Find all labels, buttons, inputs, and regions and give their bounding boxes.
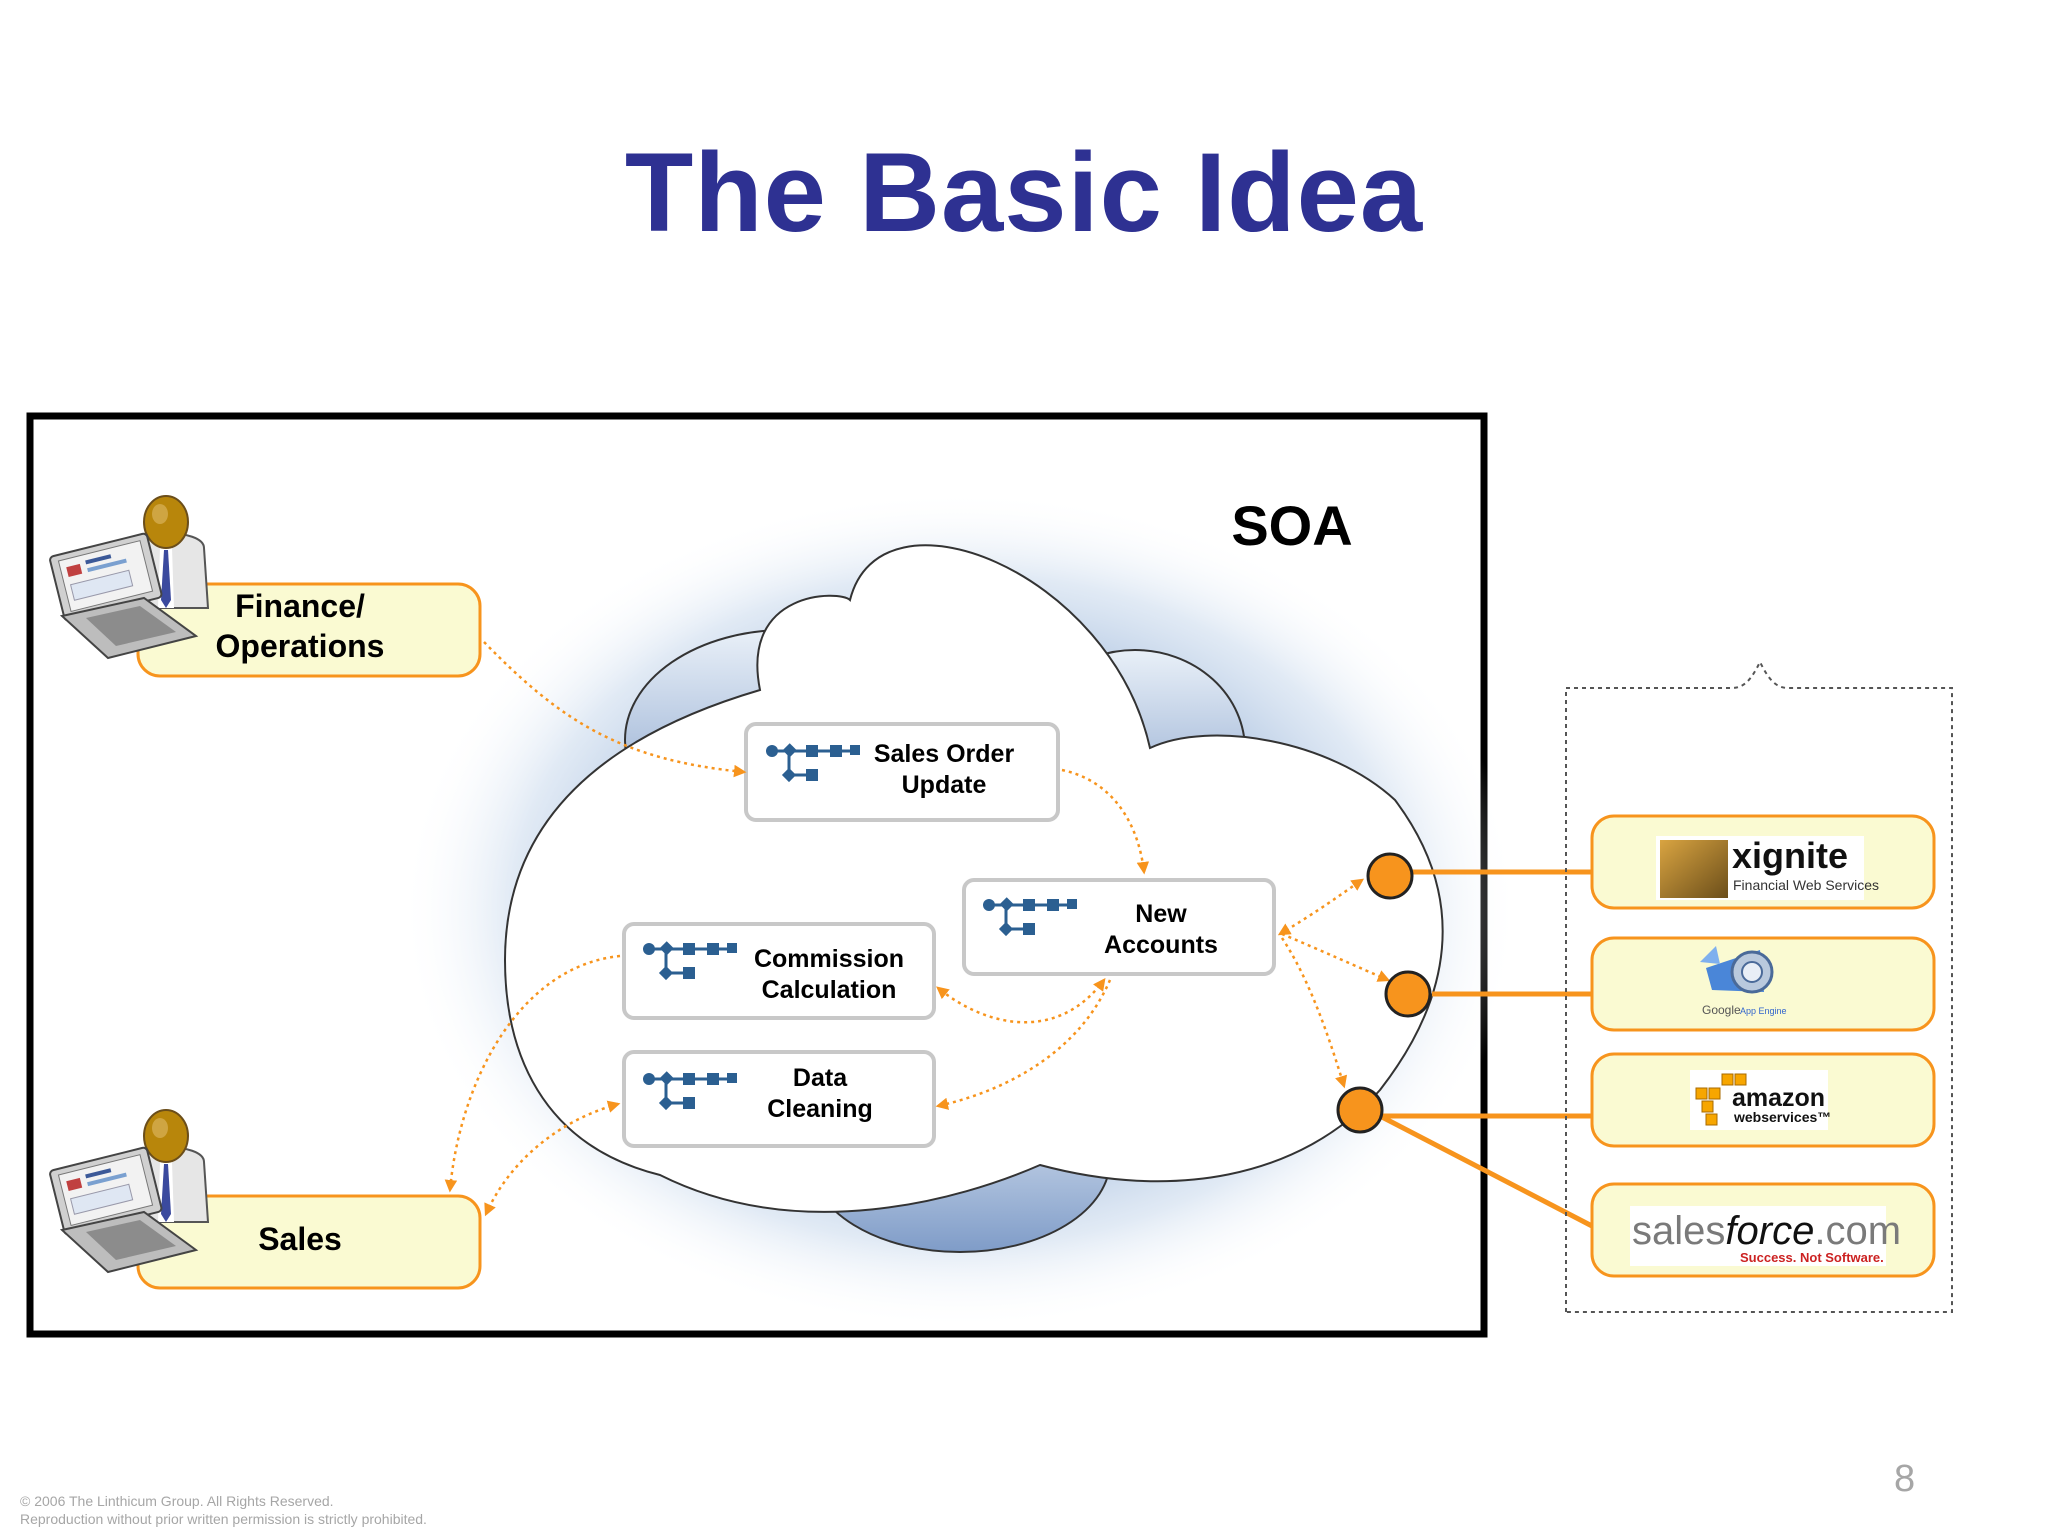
user-label-line2: Operations (216, 628, 385, 664)
google-tagline: App Engine (1740, 1006, 1787, 1016)
provider-amazon-web-services[interactable]: amazon webservices™ (1590, 1052, 1936, 1148)
salesforce-logo-text: salesforce.com (1632, 1209, 1901, 1253)
service-label-line2: Update (902, 771, 987, 799)
service-port[interactable] (1384, 970, 1432, 1018)
salesforce-logo-force: force (1725, 1209, 1814, 1253)
app-engine-icon (1700, 946, 1774, 994)
provider-xignite[interactable]: xignite Financial Web Services (1590, 814, 1936, 910)
connector-arrows (444, 641, 1391, 1217)
xignite-tagline: Financial Web Services (1733, 877, 1879, 893)
user-label-line1: Finance/ (235, 588, 365, 624)
user-sales[interactable]: Sales (48, 1109, 482, 1290)
provider-lines (1378, 869, 1594, 1229)
arrow-data-cleaning-to-sales (484, 1100, 621, 1217)
xignite-portrait-icon (1660, 840, 1728, 898)
service-label-line1: Commission (754, 945, 904, 973)
xignite-logo-text: xignite (1732, 835, 1848, 876)
service-label-line2: Cleaning (767, 1095, 873, 1123)
providers-bracket (1565, 659, 1953, 1313)
service-label-line2: Accounts (1104, 931, 1218, 959)
arrow-new-accounts-to-data-cleaning (935, 979, 1112, 1110)
user-finance-operations[interactable]: Finance/ Operations (48, 495, 482, 678)
arrow-commission-to-sales (444, 954, 621, 1193)
service-label-line1: Sales Order (874, 740, 1015, 768)
salesforce-logo-com: .com (1814, 1209, 1901, 1253)
arrow-new-accounts-to-port1 (1277, 878, 1365, 936)
provider-google-app-engine[interactable]: Google App Engine (1590, 936, 1936, 1032)
service-commission-calculation[interactable]: Commission Calculation (622, 922, 936, 1020)
salesforce-logo-sales: sales (1632, 1209, 1725, 1253)
google-logo-text: Google (1702, 1003, 1741, 1017)
service-label-line2: Calculation (762, 976, 897, 1004)
salesforce-logo-bg (1630, 1206, 1886, 1266)
service-label-line1: Data (793, 1064, 848, 1092)
footer-copyright: © 2006 The Linthicum Group. All Rights R… (20, 1492, 427, 1528)
arrow-new-accounts-to-port2 (1281, 932, 1391, 982)
service-label-line1: New (1135, 900, 1187, 928)
soa-label: SOA (1231, 494, 1352, 557)
footer-line: © 2006 The Linthicum Group. All Rights R… (20, 1493, 334, 1509)
service-data-cleaning[interactable]: Data Cleaning (622, 1050, 936, 1148)
salesforce-tagline: Success. Not Software. (1740, 1250, 1884, 1265)
provider-salesforce[interactable]: salesforce.com Success. Not Software. (1590, 1182, 1936, 1278)
amazon-logo-text: amazon (1732, 1084, 1825, 1112)
page-number: 8 (1894, 1458, 1916, 1500)
amazon-tagline: webservices™ (1733, 1109, 1831, 1125)
line-port3-salesforce (1378, 1113, 1594, 1229)
service-new-accounts[interactable]: New Accounts (962, 878, 1276, 976)
user-label: Sales (258, 1221, 342, 1257)
service-port[interactable] (1366, 852, 1414, 900)
arrow-sales-order-to-new-accounts (1061, 768, 1150, 875)
footer-line: Reproduction without prior written permi… (20, 1511, 427, 1527)
slide-title: The Basic Idea (624, 130, 1424, 255)
service-port[interactable] (1336, 1086, 1384, 1134)
arrow-finance-to-sales-order (483, 641, 747, 778)
aws-cubes-icon (1695, 1073, 1747, 1126)
service-box (622, 1050, 936, 1148)
service-sales-order-update[interactable]: Sales Order Update (744, 722, 1060, 822)
